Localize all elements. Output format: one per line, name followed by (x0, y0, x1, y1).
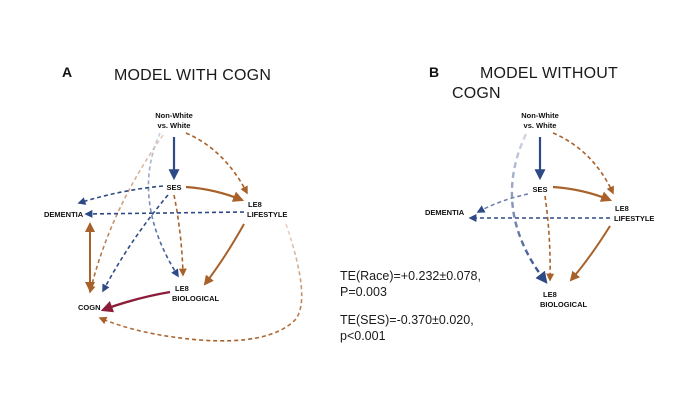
te-race-line2: P=0.003 (340, 285, 387, 299)
edge-a-ses-cogn (102, 194, 169, 293)
edge-a-ses-dementia (77, 185, 164, 205)
node-a-race-line1: Non-White (155, 111, 193, 120)
node-b-ses: SES (532, 185, 547, 194)
panel-b-title-line2: COGN (452, 85, 501, 102)
edge-a-lifestyle-dementia (84, 209, 245, 218)
node-b-race-line2: vs. White (524, 121, 557, 130)
node-a-biological-line2: BIOLOGICAL (172, 294, 219, 303)
edge-a-biological-cogn (100, 290, 171, 313)
edge-a-ses-lifestyle (185, 185, 245, 202)
te-race-line1: TE(Race)=+0.232±0.078, (340, 269, 481, 283)
panel-a-nodes: Non-White vs. White SES LE8 LIFESTYLE DE… (44, 111, 287, 312)
node-b-lifestyle-line1: LE8 (615, 204, 629, 213)
node-a-race-line2: vs. White (158, 121, 191, 130)
panel-a-edges (77, 132, 303, 342)
edge-a-lifestyle-biological (203, 223, 245, 286)
node-a-dementia: DEMENTIA (44, 210, 84, 219)
node-a-cogn: COGN (78, 303, 101, 312)
edge-a-race-cogn (87, 134, 164, 294)
node-b-dementia: DEMENTIA (425, 208, 465, 217)
panel-b-letter: B (429, 64, 440, 80)
node-a-lifestyle-line2: LIFESTYLE (247, 210, 287, 219)
node-b-biological-line1: LE8 (543, 290, 557, 299)
panel-b-title-line1: MODEL WITHOUT (480, 65, 618, 82)
edge-b-ses-biological (544, 195, 555, 282)
panel-a-title: MODEL WITH COGN (114, 67, 272, 84)
edge-b-race-lifestyle (552, 132, 614, 195)
node-b-race-line1: Non-White (521, 111, 559, 120)
edge-a-lifestyle-cogn-arc (98, 223, 303, 342)
panel-b-nodes: Non-White vs. White SES LE8 LIFESTYLE DE… (425, 111, 654, 309)
node-b-biological-line2: BIOLOGICAL (540, 300, 587, 309)
total-effects: TE(Race)=+0.232±0.078, P=0.003 TE(SES)=-… (340, 268, 481, 344)
edge-b-ses-dementia (476, 193, 529, 213)
node-a-biological-line1: LE8 (175, 284, 189, 293)
panel-a-letter: A (62, 64, 73, 80)
te-ses-line2: p<0.001 (340, 329, 386, 343)
panel-b-edges (468, 132, 614, 284)
edge-a-race-biological (147, 132, 179, 278)
edge-b-ses-lifestyle (552, 185, 613, 202)
node-b-lifestyle-line2: LIFESTYLE (614, 214, 654, 223)
node-a-lifestyle-line1: LE8 (248, 200, 262, 209)
node-a-ses: SES (166, 183, 181, 192)
edge-a-race-lifestyle (185, 132, 248, 195)
edge-b-lifestyle-biological (569, 225, 611, 282)
edge-a-ses-biological (173, 194, 187, 277)
te-ses-line1: TE(SES)=-0.370±0.020, (340, 313, 474, 327)
